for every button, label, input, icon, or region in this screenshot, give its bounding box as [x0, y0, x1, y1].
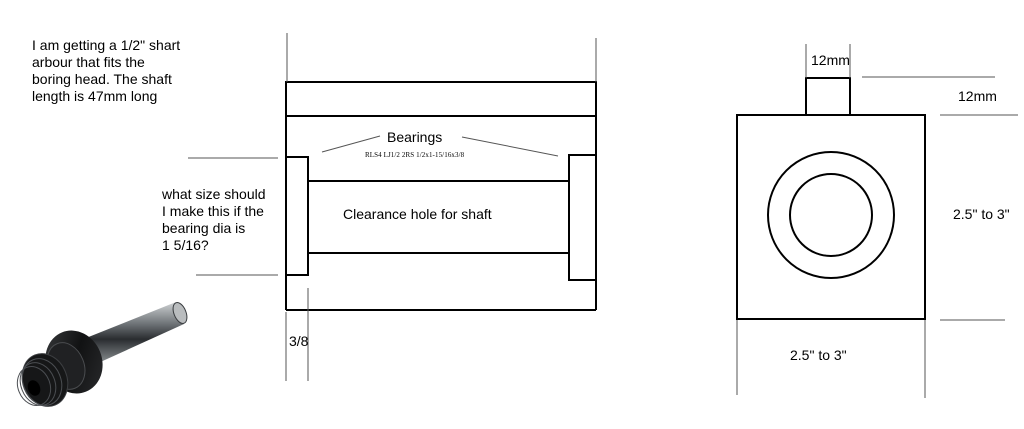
intro-note: I am getting a 1/2" shart arbour that fi… [32, 37, 232, 105]
intro-line: length is 47mm long [32, 88, 158, 104]
bore-hole [27, 380, 41, 396]
bearing-bore-inner [789, 173, 873, 257]
question-line: 1 5/16? [162, 237, 209, 253]
shaft-body [86, 302, 184, 364]
question-note: what size should I make this if the bear… [162, 186, 287, 254]
end-view [736, 77, 926, 320]
question-line: what size should [162, 186, 266, 202]
leader-bearing-right [461, 136, 559, 157]
side-view-annotations [188, 33, 597, 381]
bearing-right [568, 154, 597, 281]
clearance-hole-label: Clearance hole for shaft [343, 206, 492, 222]
boss-height-dimension: 12mm [958, 88, 997, 104]
block-height-dimension: 2.5" to 3" [953, 206, 1010, 222]
question-line: I make this if the [162, 203, 264, 219]
bearings-label: Bearings [387, 129, 443, 145]
bearing-left [285, 156, 309, 276]
arbour-shaft-photo [16, 302, 188, 407]
shaft-end [172, 302, 188, 324]
end-block [736, 114, 926, 320]
intro-line: I am getting a 1/2" shart [32, 37, 181, 53]
side-view [285, 81, 597, 311]
boss-width-dimension: 12mm [811, 52, 850, 68]
block-width-dimension: 2.5" to 3" [790, 347, 847, 363]
question-line: bearing dia is [162, 220, 246, 236]
bearing-width-dimension: 3/8 [289, 333, 309, 349]
bearing-spec-label: RLS4 LJ1/2 2RS 1/2x1-15/16x3/8 [365, 151, 465, 159]
intro-line: boring head. The shaft [32, 71, 172, 87]
bearing-bore-outer [767, 151, 895, 279]
boss [805, 77, 851, 116]
leader-bearing-left [321, 135, 381, 153]
thread-lines [16, 358, 63, 406]
end-view-annotations [736, 44, 1018, 398]
housing-top-band [285, 81, 597, 117]
intro-line: arbour that fits the [32, 54, 145, 70]
